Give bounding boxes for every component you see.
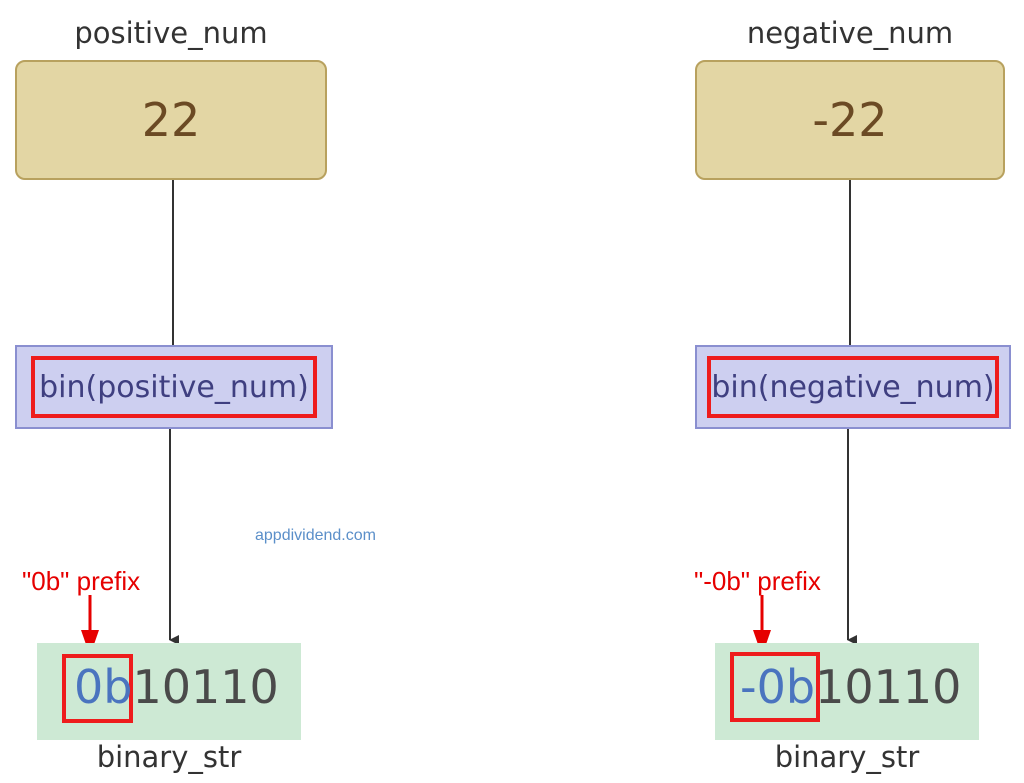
left-variable-label: positive_num	[74, 16, 268, 50]
left-prefix-annotation: "0b" prefix	[22, 566, 141, 596]
left-result-digits: 10110	[132, 660, 279, 714]
left-input-value: 22	[141, 93, 201, 147]
right-result-value: -0b10110	[740, 660, 961, 714]
left-function-highlight: bin(positive_num)	[31, 356, 317, 418]
right-input-node: -22	[695, 60, 1005, 180]
left-result-value: 0b10110	[74, 660, 279, 714]
right-result-label: binary_str	[774, 740, 920, 774]
right-input-value: -22	[812, 93, 888, 147]
right-function-node: bin(negative_num)	[695, 345, 1011, 429]
right-function-highlight: bin(negative_num)	[707, 356, 999, 418]
left-function-node: bin(positive_num)	[15, 345, 333, 429]
right-variable-label: negative_num	[746, 16, 954, 50]
right-function-label: bin(negative_num)	[711, 369, 995, 405]
right-result-prefix: -0b	[740, 660, 816, 714]
right-prefix-annotation: "-0b" prefix	[694, 566, 821, 596]
left-result-prefix: 0b	[74, 660, 133, 714]
right-prefix-highlight	[730, 652, 820, 722]
left-function-label: bin(positive_num)	[39, 369, 309, 405]
left-result-node	[37, 643, 301, 740]
right-result-digits: 10110	[815, 660, 962, 714]
watermark: appdividend.com	[255, 527, 376, 544]
left-input-node: 22	[15, 60, 327, 180]
left-prefix-highlight	[62, 654, 133, 723]
right-result-node	[715, 643, 979, 740]
left-result-label: binary_str	[96, 740, 242, 774]
